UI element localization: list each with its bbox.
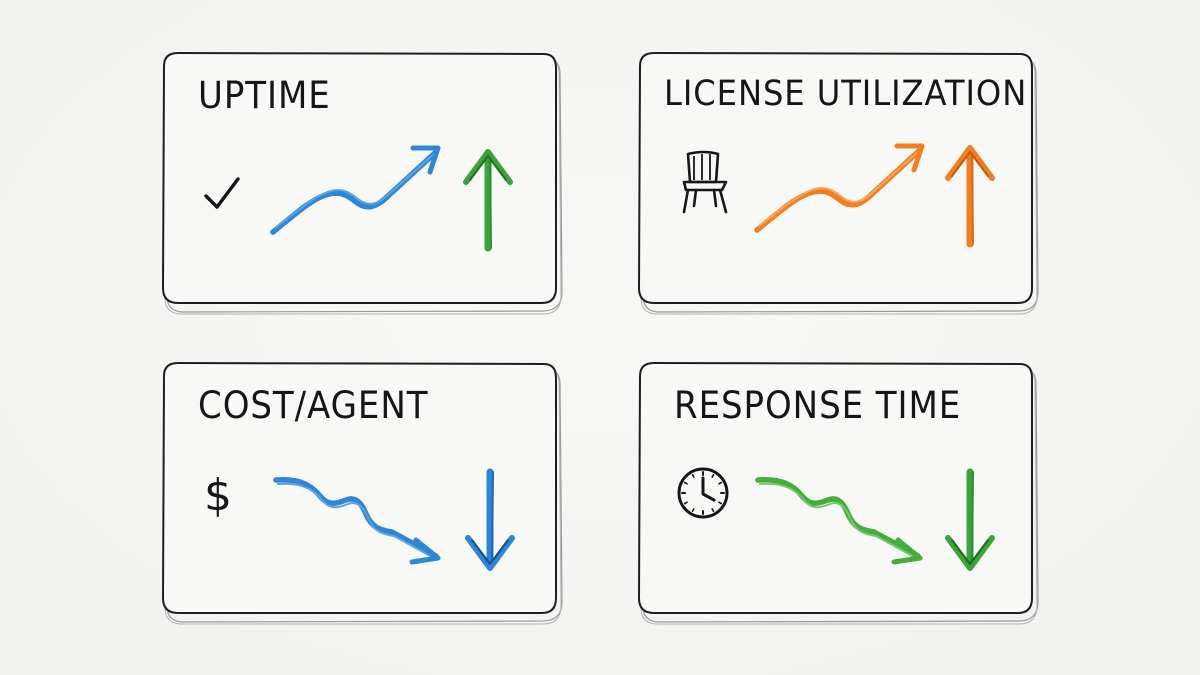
trend-down-line (273, 476, 441, 565)
indicator-down-arrow (465, 468, 515, 571)
card-title: UPTIME (198, 74, 331, 117)
card-title: LICENSE UTILIZATION (664, 74, 1028, 114)
indicator-up-arrow (945, 145, 995, 248)
card-title: RESPONSE TIME (674, 384, 962, 427)
card-title: COST/AGENT (198, 384, 429, 427)
trend-up-line (754, 143, 925, 233)
chair-icon (682, 150, 728, 214)
card-stack-outline (161, 361, 563, 625)
checkmark-icon (204, 177, 240, 209)
card-cost-agent: COST/AGENT $ (158, 361, 563, 625)
trend-down-line (755, 476, 923, 565)
dollar-icon: $ (204, 470, 232, 521)
card-stack-outline (637, 51, 1039, 315)
indicator-up-arrow (463, 149, 513, 252)
card-stack-outline (637, 361, 1039, 625)
indicator-down-arrow (945, 468, 995, 571)
card-uptime: UPTIME (158, 51, 563, 315)
clock-icon (677, 467, 729, 519)
card-license-utilization: LICENSE UTILIZATION (634, 51, 1039, 315)
card-response-time: RESPONSE TIME (634, 361, 1039, 625)
card-stack-outline (161, 51, 563, 315)
trend-up-line (270, 145, 441, 235)
